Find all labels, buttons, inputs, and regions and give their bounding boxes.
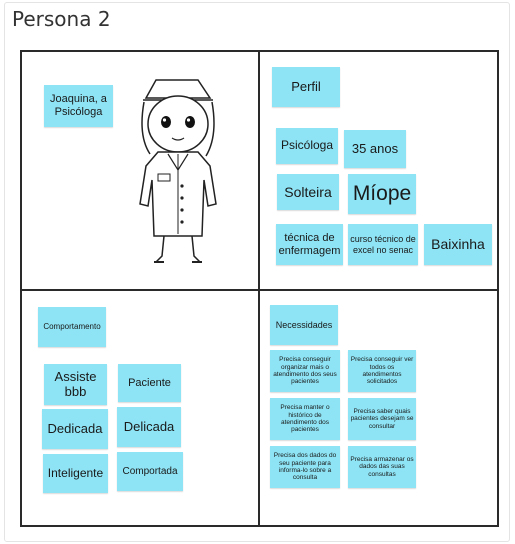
note-profile-miope[interactable]: Míope <box>348 174 416 214</box>
persona-illustration <box>139 79 217 263</box>
note-profile-solteira[interactable]: Solteira <box>277 174 339 210</box>
note-persona-name[interactable]: Joaquina, a Psicóloga <box>44 85 113 127</box>
note-profile-psicologa[interactable]: Psicóloga <box>276 128 338 164</box>
note-needs-pacientes-consultar[interactable]: Precisa saber quais pacientes desejam se… <box>348 398 416 440</box>
horizontal-divider <box>20 289 499 291</box>
note-profile-tecnica[interactable]: técnica de enfermagem <box>276 224 343 265</box>
note-profile-header[interactable]: Perfil <box>272 67 340 107</box>
note-needs-armazenar[interactable]: Precisa armazenar os dados das suas cons… <box>348 446 416 488</box>
note-behavior-header[interactable]: Comportamento <box>38 307 106 347</box>
note-needs-organizar[interactable]: Precisa conseguir organizar mais o atend… <box>270 350 340 392</box>
note-behavior-bbb[interactable]: Assiste bbb <box>44 364 107 405</box>
note-profile-age[interactable]: 35 anos <box>344 130 406 168</box>
note-behavior-comportada[interactable]: Comportada <box>117 452 183 491</box>
note-behavior-paciente[interactable]: Paciente <box>118 364 181 402</box>
note-profile-curso[interactable]: curso técnico de excel no senac <box>348 224 418 265</box>
vertical-divider <box>258 50 260 527</box>
note-needs-ver-atendimentos[interactable]: Precisa conseguir ver todos os atendimen… <box>348 350 416 392</box>
note-behavior-delicada[interactable]: Delicada <box>117 407 181 447</box>
note-needs-historico[interactable]: Precisa manter o histórico de atendiment… <box>270 398 340 440</box>
page-title: Persona 2 <box>12 7 111 31</box>
note-profile-baixinha[interactable]: Baixinha <box>424 224 492 265</box>
note-needs-dados-paciente[interactable]: Precisa dos dados do seu paciente para i… <box>270 446 340 488</box>
note-behavior-inteligente[interactable]: Inteligente <box>43 454 108 493</box>
note-needs-header[interactable]: Necessidades <box>270 305 338 345</box>
note-behavior-dedicada[interactable]: Dedicada <box>42 409 108 449</box>
